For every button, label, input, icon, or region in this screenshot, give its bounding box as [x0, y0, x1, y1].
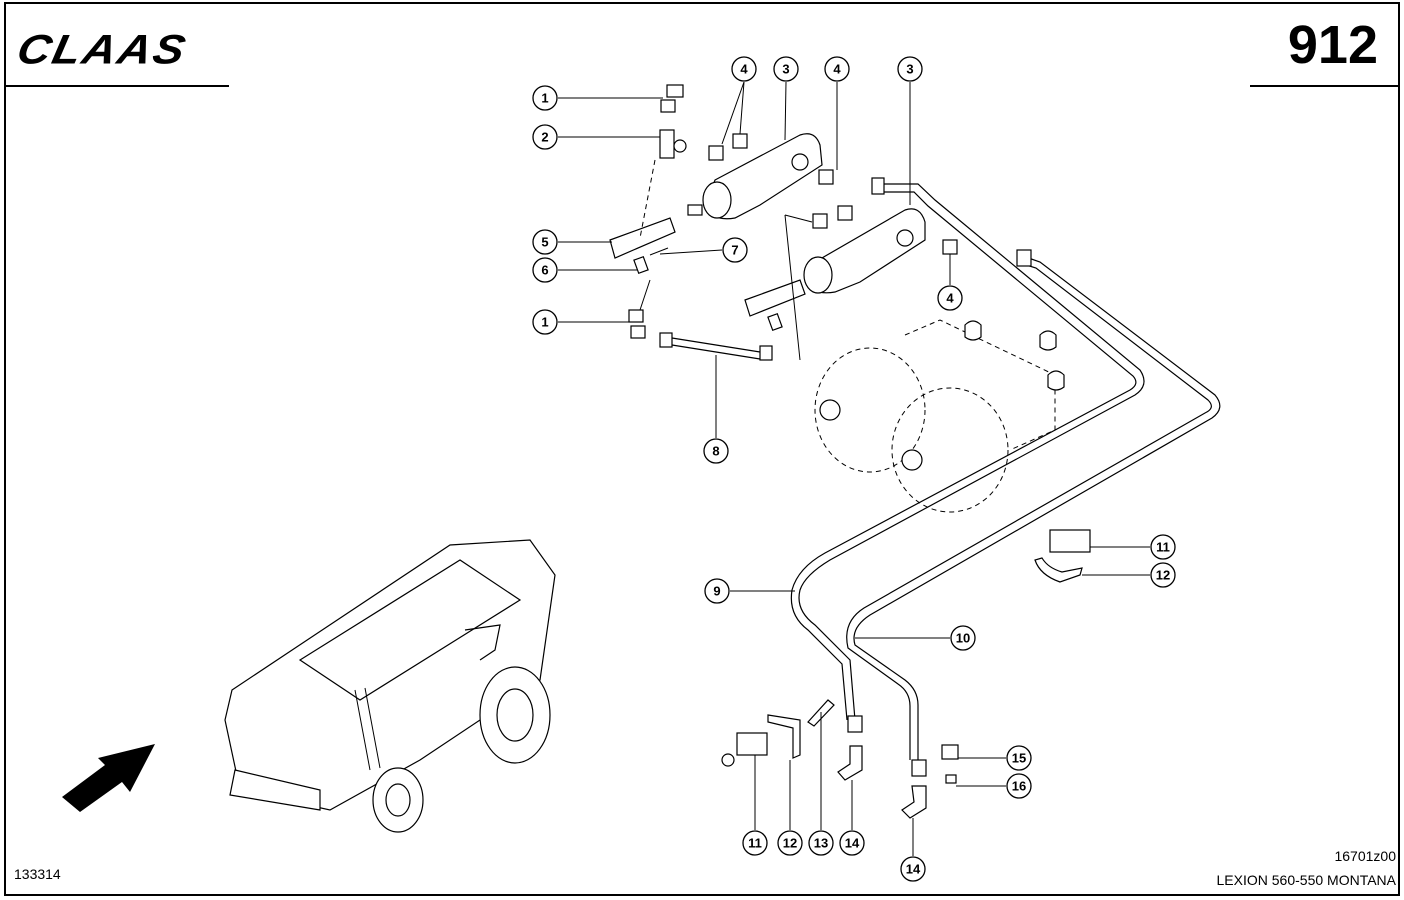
- brake-servo-reference: [814, 319, 1065, 513]
- callout-14[interactable]: 14: [839, 830, 865, 856]
- page-number: 912: [1287, 15, 1378, 75]
- callout-12[interactable]: 12: [777, 830, 803, 856]
- svg-text:9: 9: [713, 584, 720, 599]
- callout-10[interactable]: 10: [950, 625, 976, 651]
- svg-text:11: 11: [1156, 540, 1170, 555]
- svg-text:12: 12: [783, 836, 797, 851]
- svg-text:4: 4: [833, 62, 841, 77]
- callout-5[interactable]: 5: [532, 229, 558, 255]
- callout-8[interactable]: 8: [703, 438, 729, 464]
- callout-4[interactable]: 4: [731, 56, 757, 82]
- svg-text:3: 3: [782, 62, 789, 77]
- page-frame: [4, 2, 1400, 896]
- svg-text:5: 5: [541, 235, 548, 250]
- callout-12[interactable]: 12: [1150, 562, 1176, 588]
- svg-text:2: 2: [541, 130, 548, 145]
- callout-14[interactable]: 14: [900, 856, 926, 882]
- combine-harvester-overview: [224, 539, 556, 833]
- callout-11[interactable]: 11: [742, 830, 768, 856]
- svg-text:1: 1: [541, 91, 548, 106]
- svg-text:11: 11: [748, 836, 762, 851]
- callout-2[interactable]: 2: [532, 124, 558, 150]
- callout-6[interactable]: 6: [532, 257, 558, 283]
- direction-arrow: [62, 744, 155, 812]
- svg-text:6: 6: [541, 263, 548, 278]
- leader-lines: [558, 81, 1150, 856]
- callout-1[interactable]: 1: [532, 309, 558, 335]
- svg-text:15: 15: [1012, 751, 1026, 766]
- svg-text:10: 10: [956, 631, 970, 646]
- svg-text:4: 4: [946, 291, 954, 306]
- svg-text:14: 14: [845, 836, 860, 851]
- callout-9[interactable]: 9: [704, 578, 730, 604]
- logo-underline: [4, 85, 229, 87]
- svg-text:4: 4: [740, 62, 748, 77]
- svg-text:8: 8: [712, 444, 719, 459]
- callout-7[interactable]: 7: [722, 237, 748, 263]
- pipe-10[interactable]: [846, 254, 1221, 760]
- callout-3[interactable]: 3: [897, 56, 923, 82]
- master-cylinder-lower[interactable]: [803, 208, 926, 294]
- svg-text:3: 3: [906, 62, 913, 77]
- callout-11[interactable]: 11: [1150, 534, 1176, 560]
- svg-text:14: 14: [906, 862, 921, 877]
- figure-code: 16701z00: [1334, 848, 1396, 864]
- page-number-underline: [1250, 85, 1398, 87]
- callout-15[interactable]: 15: [1006, 745, 1032, 771]
- svg-text:16: 16: [1012, 779, 1026, 794]
- callout-13[interactable]: 13: [808, 830, 834, 856]
- fittings: [609, 84, 1091, 819]
- svg-text:13: 13: [814, 836, 828, 851]
- callout-4[interactable]: 4: [937, 285, 963, 311]
- callout-1[interactable]: 1: [532, 85, 558, 111]
- svg-text:7: 7: [731, 243, 738, 258]
- svg-text:12: 12: [1156, 568, 1170, 583]
- svg-text:1: 1: [541, 315, 548, 330]
- pipe-9[interactable]: [790, 183, 1145, 721]
- callout-16[interactable]: 16: [1006, 773, 1032, 799]
- model-name: LEXION 560-550 MONTANA: [1216, 872, 1396, 888]
- callout-4[interactable]: 4: [824, 56, 850, 82]
- callout-3[interactable]: 3: [773, 56, 799, 82]
- document-number: 133314: [14, 866, 61, 882]
- master-cylinder-upper[interactable]: [687, 133, 823, 220]
